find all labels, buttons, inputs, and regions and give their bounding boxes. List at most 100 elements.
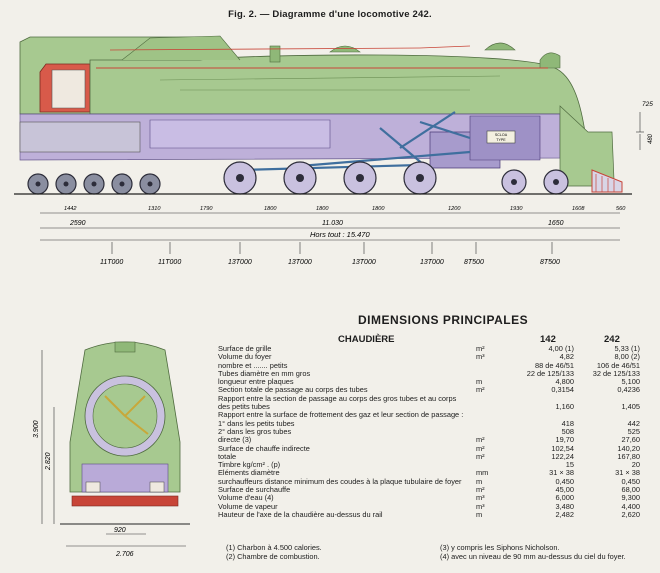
front-width-920: 920 <box>114 527 126 534</box>
spec-row: Rapport entre la section de passage au c… <box>218 395 640 403</box>
height-dimensions: 725 480 <box>636 101 654 150</box>
front-width-2706: 2.706 <box>115 551 134 558</box>
spec-unit <box>476 395 510 403</box>
spec-unit: m³ <box>476 352 485 362</box>
wheel <box>55 173 77 195</box>
group-dim-right: 1650 <box>548 220 564 227</box>
spec-value-242: 8,00 (2) <box>614 352 640 362</box>
spec-label: surchauffeurs distance minimum des coude… <box>218 477 462 486</box>
wheel-spacing-label: 1930 <box>510 206 523 212</box>
spec-label: Rapport entre la surface de frottement d… <box>218 411 464 420</box>
axle-load-label: 8T500 <box>464 259 484 266</box>
spec-label: Surface de surchauffe <box>218 486 291 495</box>
spec-value-242: 68,00 <box>621 485 641 495</box>
spec-unit <box>476 403 510 411</box>
spec-value-242: 9,300 <box>621 493 641 503</box>
spec-value-142: 15 <box>565 460 574 470</box>
wheel-spacing-label: 1442 <box>64 206 77 212</box>
spec-value-242: 1,405 <box>621 402 641 412</box>
column-header-242: 242 <box>604 334 620 345</box>
spec-unit <box>476 420 510 428</box>
wheel <box>543 169 569 195</box>
spec-label: nombre et ....... petits <box>218 361 288 370</box>
spec-label: Volume d'eau (4) <box>218 494 274 503</box>
axle-load-label: 8T500 <box>540 259 560 266</box>
spec-row: 2° dans les gros tubes 508 525 <box>218 426 640 436</box>
wheel-spacing-label: 1800 <box>372 206 385 212</box>
spec-value-142: 4,00 (1) <box>548 344 574 353</box>
spec-value-242: 5,100 <box>621 377 641 387</box>
spec-unit: m² <box>476 443 485 453</box>
height-dim-480: 480 <box>648 133 654 144</box>
axle-load: 13T000 <box>352 242 376 266</box>
wheel <box>283 161 317 195</box>
axle-load-label: 11T000 <box>158 259 181 266</box>
wheel <box>83 173 105 195</box>
loco-frame: SCLOA TYPE <box>19 113 561 169</box>
spec-value-142: 102,54 <box>551 443 574 453</box>
spec-label: Section totale de passage au corps des t… <box>218 386 368 395</box>
locomotive-front-diagram: 3.900 2.820 920 2.706 <box>33 341 190 558</box>
spec-value-242: 27,60 <box>621 435 641 445</box>
spec-unit: m <box>476 476 483 486</box>
spec-value-142: 19,70 <box>555 435 575 445</box>
wheel-set <box>27 161 569 195</box>
group-dim-middle: 11.030 <box>322 220 343 227</box>
plate-text-1: SCLOA <box>495 133 508 137</box>
spec-unit: m³ <box>476 493 485 503</box>
spec-value-142: 31 × 38 <box>549 468 574 478</box>
wheel-spacing-label: 1200 <box>448 206 461 212</box>
spec-value-142: 122,24 <box>551 451 574 461</box>
spec-value-242: 167,80 <box>617 451 640 461</box>
spec-label: totale <box>218 452 237 461</box>
spec-value-242: 5,33 (1) <box>614 344 640 353</box>
section-title: CHAUDIÈRE <box>338 334 395 345</box>
spec-row: 1° dans les petits tubes 418 442 <box>218 418 640 428</box>
wheel-spacing-label: 1800 <box>316 206 329 212</box>
spec-label: 1° dans les petits tubes <box>218 419 295 428</box>
note-1: (1) Charbon à 4.500 calories. <box>226 543 322 552</box>
spec-value-242: 20 <box>631 460 640 470</box>
spec-label: 2° dans les gros tubes <box>218 427 292 436</box>
axle-load-label: 13T000 <box>420 259 444 266</box>
spec-value-242: 0,4236 <box>617 385 640 395</box>
spec-unit: mm <box>476 468 489 478</box>
spec-value-242: 525 <box>627 426 640 436</box>
front-dimensions <box>41 350 186 547</box>
spec-value-142: 418 <box>561 418 574 428</box>
spec-unit <box>476 411 510 419</box>
spec-value-142: 508 <box>561 426 574 436</box>
height-dim-725: 725 <box>642 101 653 108</box>
wheel-spacing-label: 1790 <box>200 206 213 212</box>
notes-left: (1) Charbon à 4.500 calories. (2) Chambr… <box>226 543 322 562</box>
spec-label: Tubes diamètre en mm gros <box>218 369 311 378</box>
spec-row: Section totale de passage au corps des t… <box>218 385 640 395</box>
loco-body <box>19 35 586 133</box>
spec-value-142: 22 de 125/133 <box>526 368 574 378</box>
spec-value-242: 442 <box>627 418 640 428</box>
front-body <box>60 341 190 525</box>
axle-load: 13T000 <box>420 242 444 266</box>
front-end <box>559 105 623 193</box>
spec-unit: m² <box>476 435 485 445</box>
spec-unit: m² <box>476 485 485 495</box>
spec-value-242: 2,620 <box>621 509 641 519</box>
spec-value-142: 2,482 <box>555 509 575 519</box>
spec-unit: m <box>476 509 483 519</box>
axle-load-label: 11T000 <box>100 259 123 266</box>
wheel-spacing-label: 1800 <box>264 206 277 212</box>
wheel <box>343 161 377 195</box>
group-dim-left: 2590 <box>69 220 86 227</box>
spec-label: Rapport entre la section de passage au c… <box>218 394 457 403</box>
axle-load-label: 13T000 <box>352 259 376 266</box>
